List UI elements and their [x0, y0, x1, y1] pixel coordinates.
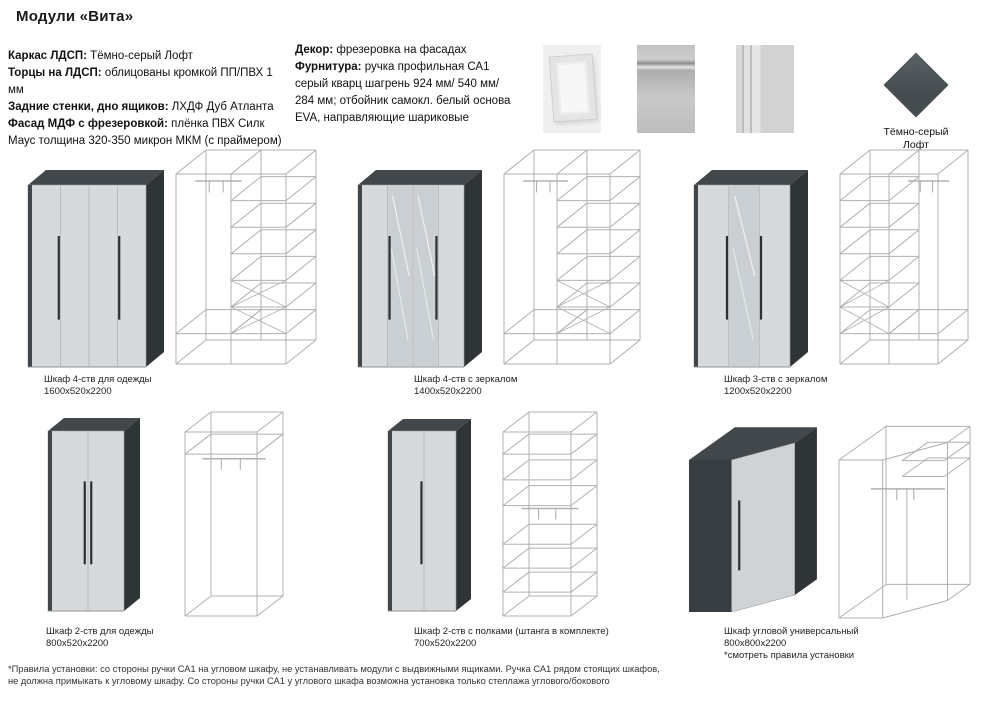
spec-text: фрезеровка на фасадах: [333, 44, 467, 56]
spec-text: ЛХДФ Дуб Атланта: [168, 101, 274, 113]
module-3-wireframe: [839, 149, 969, 365]
facade-frame-detail: [548, 53, 598, 123]
spec-label: Фурнитура:: [295, 61, 362, 73]
facade-sample-photo-1: [543, 45, 601, 133]
facade-sample-photo-3: [736, 45, 794, 133]
module-name: Шкаф 3-ств с зеркалом: [724, 374, 828, 385]
module-note: *смотреть правила установки: [724, 650, 855, 661]
module-size: 800x800x2200: [724, 638, 787, 649]
module-name: Шкаф 2-ств с полками (штанга в комплекте…: [414, 626, 609, 637]
module-1-solid-render: [27, 170, 164, 368]
module-name: Шкаф 4-ств для одежды: [44, 374, 152, 385]
module-5-wireframe: [502, 411, 598, 617]
color-swatch-diamond: [883, 52, 949, 118]
module-name: Шкаф угловой универсальный: [724, 626, 859, 637]
spec-text: плёнка ПВХ Силк Маус толщина 320-350 мик…: [8, 118, 282, 147]
facade-sample-photo-2: [637, 45, 695, 133]
spec-line: Фурнитура: ручка профильная СА1 серый кв…: [295, 59, 511, 127]
spec-line: Каркас ЛДСП: Тёмно-серый Лофт: [8, 48, 286, 65]
spec-line: Торцы на ЛДСП: облицованы кромкой ПП/ПВХ…: [8, 65, 286, 99]
module-5-label: Шкаф 2-ств с полками (штанга в комплекте…: [414, 626, 609, 650]
spec-text: облицованы кромкой ПП/ПВХ 1 мм: [8, 67, 273, 96]
color-swatch-label: Тёмно-серый Лофт: [883, 126, 949, 151]
module-3-label: Шкаф 3-ств с зеркалом 1200x520x2200: [724, 374, 827, 398]
module-name: Шкаф 4-ств с зеркалом: [414, 374, 518, 385]
color-swatch-block: Тёмно-серый Лофт: [876, 50, 956, 152]
spec-label: Каркас ЛДСП:: [8, 50, 87, 62]
module-4-wireframe: [184, 411, 284, 617]
specs-column-left: Каркас ЛДСП: Тёмно-серый Лофт Торцы на Л…: [8, 48, 286, 150]
spec-label: Торцы на ЛДСП:: [8, 67, 102, 79]
module-4-solid-render: [47, 418, 140, 612]
spec-line: Декор: фрезеровка на фасадах: [295, 42, 511, 59]
module-3-solid-render: [693, 170, 808, 368]
spec-text: ручка профильная СА1 серый кварц шагрень…: [295, 61, 511, 124]
spec-line: Фасад МДФ с фрезеровкой: плёнка ПВХ Силк…: [8, 116, 286, 150]
module-2-wireframe: [503, 149, 641, 365]
module-size: 800x520x2200: [46, 638, 109, 649]
module-size: 700x520x2200: [414, 638, 477, 649]
installation-rules-footnote: *Правила установки: со стороны ручки СА1…: [8, 664, 660, 686]
module-1-label: Шкаф 4-ств для одежды 1600x520x2200: [44, 374, 151, 398]
module-6-corner-solid-render: [689, 427, 817, 613]
module-name: Шкаф 2-ств для одежды: [46, 626, 154, 637]
module-size: 1400x520x2200: [414, 386, 482, 397]
module-6-corner-wireframe: [838, 425, 971, 619]
specs-column-right: Декор: фрезеровка на фасадах Фурнитура: …: [295, 42, 511, 127]
spec-label: Задние стенки, дно ящиков:: [8, 101, 169, 113]
module-6-label: Шкаф угловой универсальный 800x800x2200 …: [724, 626, 859, 662]
module-size: 1200x520x2200: [724, 386, 792, 397]
spec-label: Декор:: [295, 44, 334, 56]
module-size: 1600x520x2200: [44, 386, 112, 397]
module-2-label: Шкаф 4-ств с зеркалом 1400x520x2200: [414, 374, 517, 398]
spec-label: Фасад МДФ с фрезеровкой:: [8, 118, 168, 130]
module-1-wireframe: [175, 149, 317, 365]
module-2-solid-render: [357, 170, 482, 368]
module-5-solid-render: [387, 419, 471, 612]
spec-line: Задние стенки, дно ящиков: ЛХДФ Дуб Атла…: [8, 99, 286, 116]
page-title: Модули «Вита»: [16, 8, 134, 25]
spec-text: Тёмно-серый Лофт: [86, 50, 193, 62]
module-4-label: Шкаф 2-ств для одежды 800x520x2200: [46, 626, 153, 650]
